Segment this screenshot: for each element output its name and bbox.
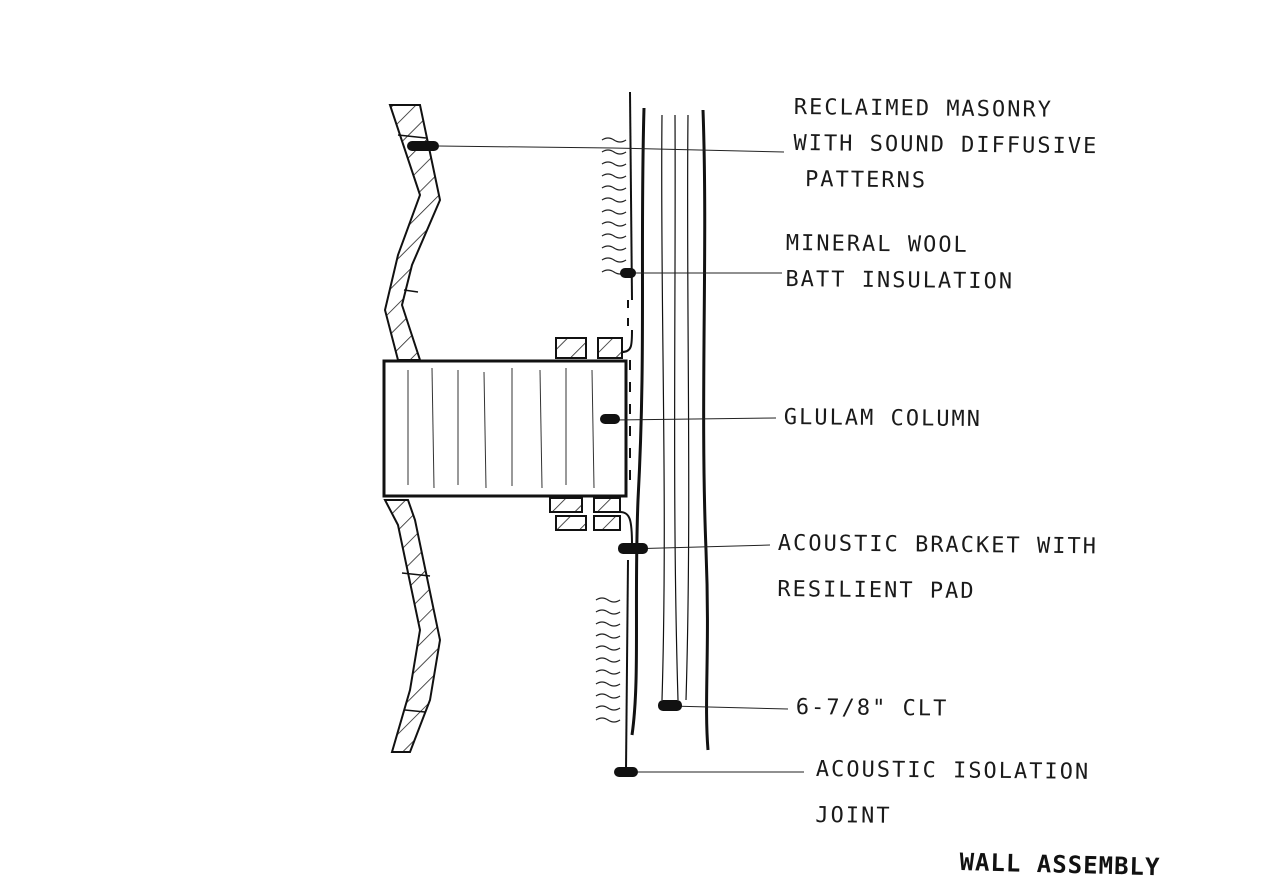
label-line: PATTERNS — [804, 167, 928, 194]
label-acoustic-bracket: ACOUSTIC BRACKET WITH RESILIENT PAD — [777, 526, 1098, 611]
label-line: 6-7/8" CLT — [795, 694, 949, 722]
acoustic-brackets — [549, 329, 633, 546]
mineral-wool-insulation — [595, 137, 627, 723]
label-line: WITH SOUND DIFFUSIVE — [793, 130, 1099, 160]
label-line: BATT INSULATION — [785, 266, 1015, 295]
label-isolation-joint: ACOUSTIC ISOLATION JOINT — [815, 752, 1090, 837]
label-glulam-column: GLULAM COLUMN — [784, 400, 983, 438]
leader-lines — [437, 145, 804, 773]
label-line: ACOUSTIC ISOLATION — [815, 756, 1091, 785]
leader-dots — [407, 141, 682, 777]
glulam-column — [382, 359, 628, 498]
label-line: ACOUSTIC BRACKET WITH — [777, 530, 1099, 560]
label-mineral-wool: MINERAL WOOL BATT INSULATION — [785, 226, 1014, 300]
label-line: RECLAIMED MASONRY — [793, 94, 1054, 123]
drawing-title: WALL ASSEMBLY — [959, 848, 1161, 882]
masonry-wall — [383, 104, 442, 753]
label-line: RESILIENT PAD — [777, 576, 976, 605]
isolation-joint-line — [625, 91, 633, 771]
label-line: MINERAL WOOL — [785, 230, 969, 258]
clt-panel — [630, 107, 710, 751]
label-line: JOINT — [815, 802, 892, 829]
label-line: GLULAM COLUMN — [783, 404, 983, 433]
label-clt: 6-7/8" CLT — [796, 690, 949, 728]
label-reclaimed-masonry: RECLAIMED MASONRY WITH SOUND DIFFUSIVE P… — [793, 90, 1099, 201]
